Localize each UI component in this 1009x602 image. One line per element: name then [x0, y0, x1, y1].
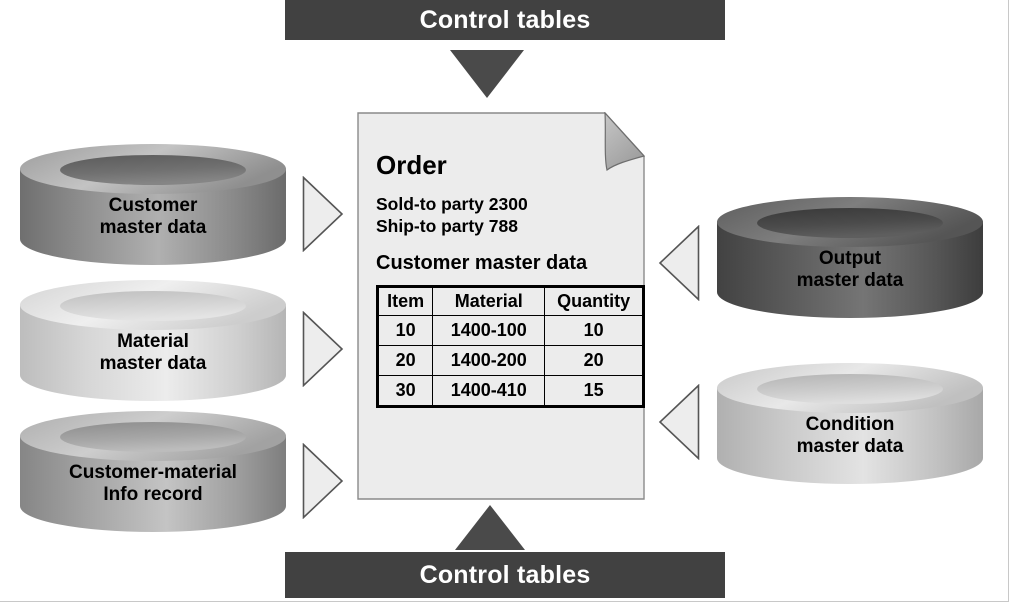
cylinder-customer-material-info-record: Customer-material Info record: [18, 410, 288, 534]
flow-arrow-right-material-icon: [302, 311, 344, 387]
order-items-table: Item Material Quantity 10 1400-100 10 20…: [376, 284, 645, 408]
order-document: Order Sold-to party 2300 Ship-to party 7…: [357, 112, 645, 500]
control-tables-top-bar: Control tables: [285, 0, 725, 40]
flow-arrow-left-output-icon: [658, 225, 700, 301]
table-header-row: Item Material Quantity: [376, 285, 644, 316]
document-party-lines: Sold-to party 2300 Ship-to party 788: [357, 193, 645, 238]
table-row: 20 1400-200 20: [376, 344, 644, 376]
column-header-material: Material: [432, 285, 546, 316]
document-title: Order: [376, 150, 447, 180]
column-header-quantity: Quantity: [544, 285, 644, 316]
flow-arrow-left-condition-icon: [658, 384, 700, 460]
flow-arrow-right-info-record-icon: [302, 443, 344, 519]
control-tables-bottom-label: Control tables: [419, 560, 591, 589]
document-subtitle: Customer master data: [376, 251, 588, 274]
cylinder-customer-master-data: Customer master data: [18, 143, 288, 267]
column-header-item: Item: [376, 285, 434, 316]
arrow-down-icon: [450, 50, 524, 98]
flow-arrow-right-customer-icon: [302, 176, 344, 252]
table-row: 10 1400-100 10: [376, 314, 644, 346]
sold-to-party-line: Sold-to party 2300: [376, 194, 528, 214]
table-row: 30 1400-410 15: [376, 374, 644, 407]
control-tables-top-label: Control tables: [419, 5, 591, 34]
arrow-up-icon: [455, 505, 525, 550]
cylinder-condition-master-data: Condition master data: [715, 362, 985, 486]
control-tables-bottom-bar: Control tables: [285, 552, 725, 598]
ship-to-party-line: Ship-to party 788: [376, 216, 518, 237]
cylinder-output-master-data: Output master data: [715, 196, 985, 320]
cylinder-material-master-data: Material master data: [18, 279, 288, 403]
